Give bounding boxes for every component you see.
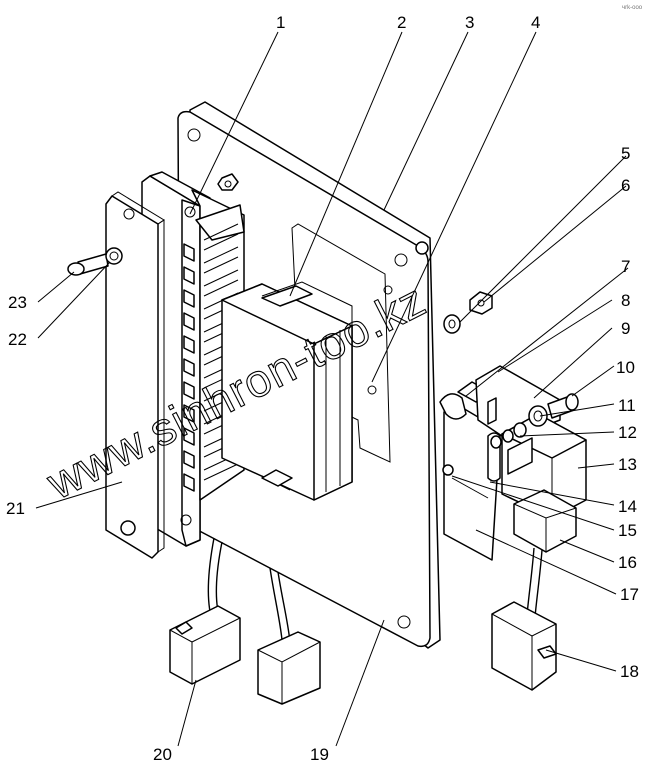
terminal-slot xyxy=(183,381,195,400)
screw-23 xyxy=(67,253,109,276)
part-labels: 1 2 3 4 5 6 7 8 9 10 11 12 13 14 15 16 1… xyxy=(6,13,639,764)
terminal-slot xyxy=(183,404,195,423)
connector-20 xyxy=(169,605,241,685)
terminal-slot xyxy=(183,473,195,492)
label-1: 1 xyxy=(276,13,285,32)
label-23: 23 xyxy=(8,293,27,312)
label-22: 22 xyxy=(8,330,27,349)
label-16: 16 xyxy=(618,553,637,572)
label-7: 7 xyxy=(621,257,630,276)
label-6: 6 xyxy=(621,176,630,195)
terminal-slot xyxy=(183,243,195,262)
label-5: 5 xyxy=(621,144,630,163)
label-17: 17 xyxy=(620,585,639,604)
corner-mark: чrk-ooo xyxy=(622,5,643,11)
nut-5 xyxy=(469,291,493,315)
washer-6 xyxy=(443,314,461,334)
label-10: 10 xyxy=(616,358,635,377)
label-3: 3 xyxy=(465,13,474,32)
terminal-slot xyxy=(183,358,195,377)
label-19: 19 xyxy=(310,745,329,764)
label-2: 2 xyxy=(397,13,406,32)
label-15: 15 xyxy=(618,521,637,540)
label-12: 12 xyxy=(618,423,637,442)
label-13: 13 xyxy=(618,455,637,474)
terminal-slot xyxy=(183,427,195,446)
washer-11 xyxy=(528,405,548,427)
leader-lines xyxy=(35,31,629,747)
label-11: 11 xyxy=(618,396,636,415)
switch-bracket xyxy=(439,365,561,561)
connector-19 xyxy=(257,631,321,705)
terminal-slot xyxy=(183,312,195,331)
terminal-slot xyxy=(183,335,195,354)
terminal-slot xyxy=(183,266,195,285)
terminal-clamp xyxy=(203,223,239,251)
label-8: 8 xyxy=(621,291,630,310)
label-14: 14 xyxy=(618,497,637,516)
label-4: 4 xyxy=(531,13,540,32)
terminal-slot xyxy=(183,289,195,308)
contactor-body xyxy=(221,281,353,501)
terminal-clamp xyxy=(203,269,239,297)
label-18: 18 xyxy=(620,662,639,681)
label-9: 9 xyxy=(621,319,630,338)
washer-22 xyxy=(105,247,123,265)
switch-base xyxy=(513,489,577,553)
connector-18 xyxy=(491,601,557,691)
terminal-slot xyxy=(183,450,195,469)
label-21: 21 xyxy=(6,499,25,518)
cover-plate xyxy=(105,191,165,559)
washer-12 xyxy=(513,422,527,438)
terminal-clamp xyxy=(203,246,239,274)
label-20: 20 xyxy=(153,745,172,764)
